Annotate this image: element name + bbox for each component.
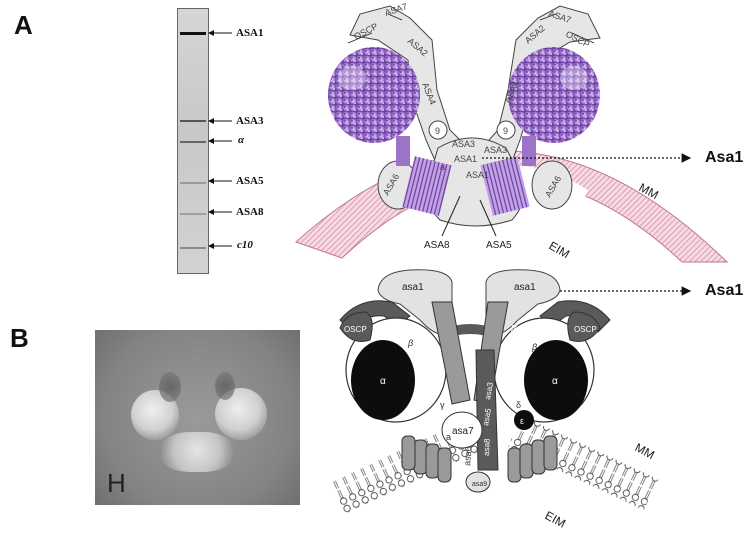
label-asa1-right-b: asa1 bbox=[514, 282, 536, 293]
label-alpha-right: α bbox=[552, 376, 558, 387]
label-asa7-b: asa7 bbox=[452, 426, 474, 437]
label-beta-left: β bbox=[407, 338, 413, 348]
asa1-callout-label-b: Asa1 bbox=[705, 282, 743, 300]
label-asa6-b: asa6 bbox=[462, 446, 474, 466]
label-alpha-left: α bbox=[380, 376, 386, 387]
label-eps-right: ε bbox=[520, 416, 524, 426]
label-asa9-b: asa9 bbox=[472, 481, 487, 488]
label-delta-right: δ bbox=[516, 400, 521, 410]
label-beta-right: β bbox=[531, 342, 537, 352]
label-mm-b: MM bbox=[633, 440, 657, 462]
label-oscp-right-b: OSCP bbox=[574, 325, 597, 334]
label-a-left-b: a bbox=[446, 432, 451, 442]
label-asa8-b: asa8 bbox=[482, 438, 492, 456]
label-gamma-left: γ bbox=[440, 400, 445, 410]
label-oscp-left-b: OSCP bbox=[344, 325, 367, 334]
label-asa1-left-b: asa1 bbox=[402, 282, 424, 293]
label-eim-b: EIM bbox=[543, 508, 568, 530]
